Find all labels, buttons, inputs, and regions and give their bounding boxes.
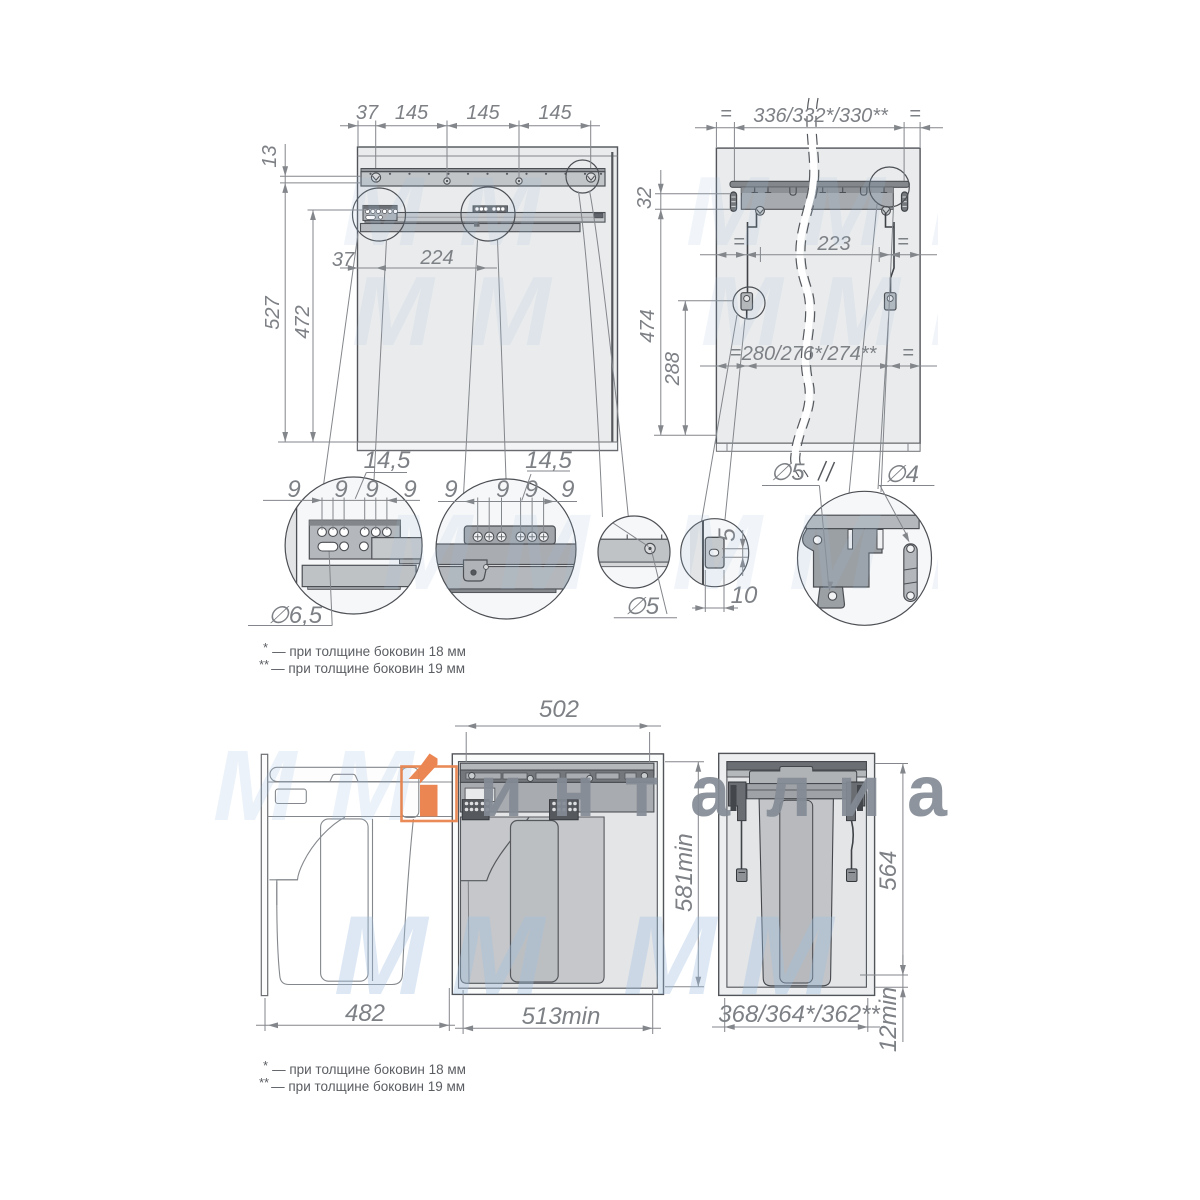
svg-text:М: М: [803, 156, 887, 266]
svg-text:5: 5: [714, 528, 741, 542]
svg-text:564: 564: [875, 851, 902, 891]
svg-text:13: 13: [259, 145, 281, 167]
svg-text:145: 145: [538, 102, 572, 124]
svg-text:М: М: [789, 491, 881, 612]
svg-text:368/364*/362**: 368/364*/362**: [718, 1001, 880, 1028]
svg-text:М: М: [334, 893, 430, 1018]
svg-text:9: 9: [334, 476, 347, 503]
svg-text:=: =: [720, 103, 732, 125]
svg-text:*— при толщине боковин 18 мм: *— при толщине боковин 18 мм: [263, 640, 466, 659]
svg-text:223: 223: [816, 233, 850, 255]
svg-text:10: 10: [731, 582, 758, 609]
svg-text:9: 9: [365, 476, 378, 503]
svg-text:12min: 12min: [875, 987, 902, 1052]
svg-text:и: и: [837, 752, 881, 832]
svg-text:М: М: [459, 156, 543, 266]
svg-text:М: М: [740, 893, 836, 1018]
svg-text:9: 9: [444, 476, 457, 503]
svg-text:32: 32: [634, 187, 656, 209]
svg-text:М: М: [499, 491, 591, 612]
svg-text:145: 145: [466, 102, 500, 124]
svg-text:∅5: ∅5: [625, 593, 660, 620]
svg-text:14,5: 14,5: [364, 447, 411, 474]
svg-text:а: а: [907, 752, 948, 832]
svg-text:т: т: [624, 752, 659, 832]
svg-text:М: М: [623, 893, 719, 1018]
svg-text:9: 9: [287, 476, 300, 503]
svg-text:М: М: [818, 256, 902, 366]
svg-text:336/332*/330**: 336/332*/330**: [753, 105, 889, 127]
svg-text:∅4: ∅4: [885, 461, 919, 488]
svg-text:482: 482: [345, 1000, 385, 1027]
svg-text:288: 288: [662, 352, 684, 386]
svg-text:*— при толщине боковин 18 мм: *— при толщине боковин 18 мм: [263, 1058, 466, 1077]
svg-text:М: М: [382, 491, 474, 612]
svg-text:37: 37: [332, 249, 355, 271]
svg-text:=: =: [909, 103, 921, 125]
svg-text:М: М: [352, 256, 436, 366]
svg-text:=: =: [730, 342, 742, 364]
svg-text:М: М: [469, 256, 553, 366]
svg-text:=: =: [733, 231, 745, 253]
svg-text:М: М: [672, 491, 764, 612]
svg-text:14,5: 14,5: [525, 447, 572, 474]
svg-text:М: М: [930, 491, 1022, 612]
svg-text:**— при толщине боковин 19 мм: **— при толщине боковин 19 мм: [259, 1075, 465, 1094]
svg-text:а: а: [690, 752, 731, 832]
svg-text:=: =: [902, 342, 914, 364]
svg-text:М: М: [451, 893, 547, 1018]
svg-text:474: 474: [637, 309, 659, 342]
svg-text:280/276*/274**: 280/276*/274**: [741, 343, 878, 365]
svg-text:513min: 513min: [522, 1003, 601, 1030]
svg-text:472: 472: [292, 305, 314, 338]
svg-text:н: н: [552, 752, 596, 832]
svg-text:М: М: [330, 730, 416, 842]
svg-text:9: 9: [561, 476, 574, 503]
svg-text:М: М: [930, 256, 1014, 366]
svg-text:502: 502: [539, 696, 579, 723]
svg-text:и: и: [479, 752, 523, 832]
svg-text:М: М: [342, 156, 426, 266]
svg-text:9: 9: [403, 476, 416, 503]
svg-text:М: М: [686, 156, 770, 266]
svg-text:=: =: [897, 231, 909, 253]
svg-text:**— при толщине боковин 19 мм: **— при толщине боковин 19 мм: [259, 657, 465, 676]
svg-text:л: л: [766, 752, 812, 832]
svg-text:527: 527: [262, 295, 284, 329]
svg-text:37: 37: [356, 102, 379, 124]
svg-text:∅5: ∅5: [770, 459, 805, 486]
svg-text:М: М: [213, 730, 299, 842]
svg-text:581min: 581min: [671, 833, 698, 912]
svg-text:М: М: [701, 256, 785, 366]
svg-text:∅6,5: ∅6,5: [268, 602, 323, 629]
svg-text:224: 224: [419, 247, 453, 269]
svg-text:М: М: [930, 156, 1014, 266]
svg-text:9: 9: [496, 476, 509, 503]
svg-text:145: 145: [395, 102, 429, 124]
